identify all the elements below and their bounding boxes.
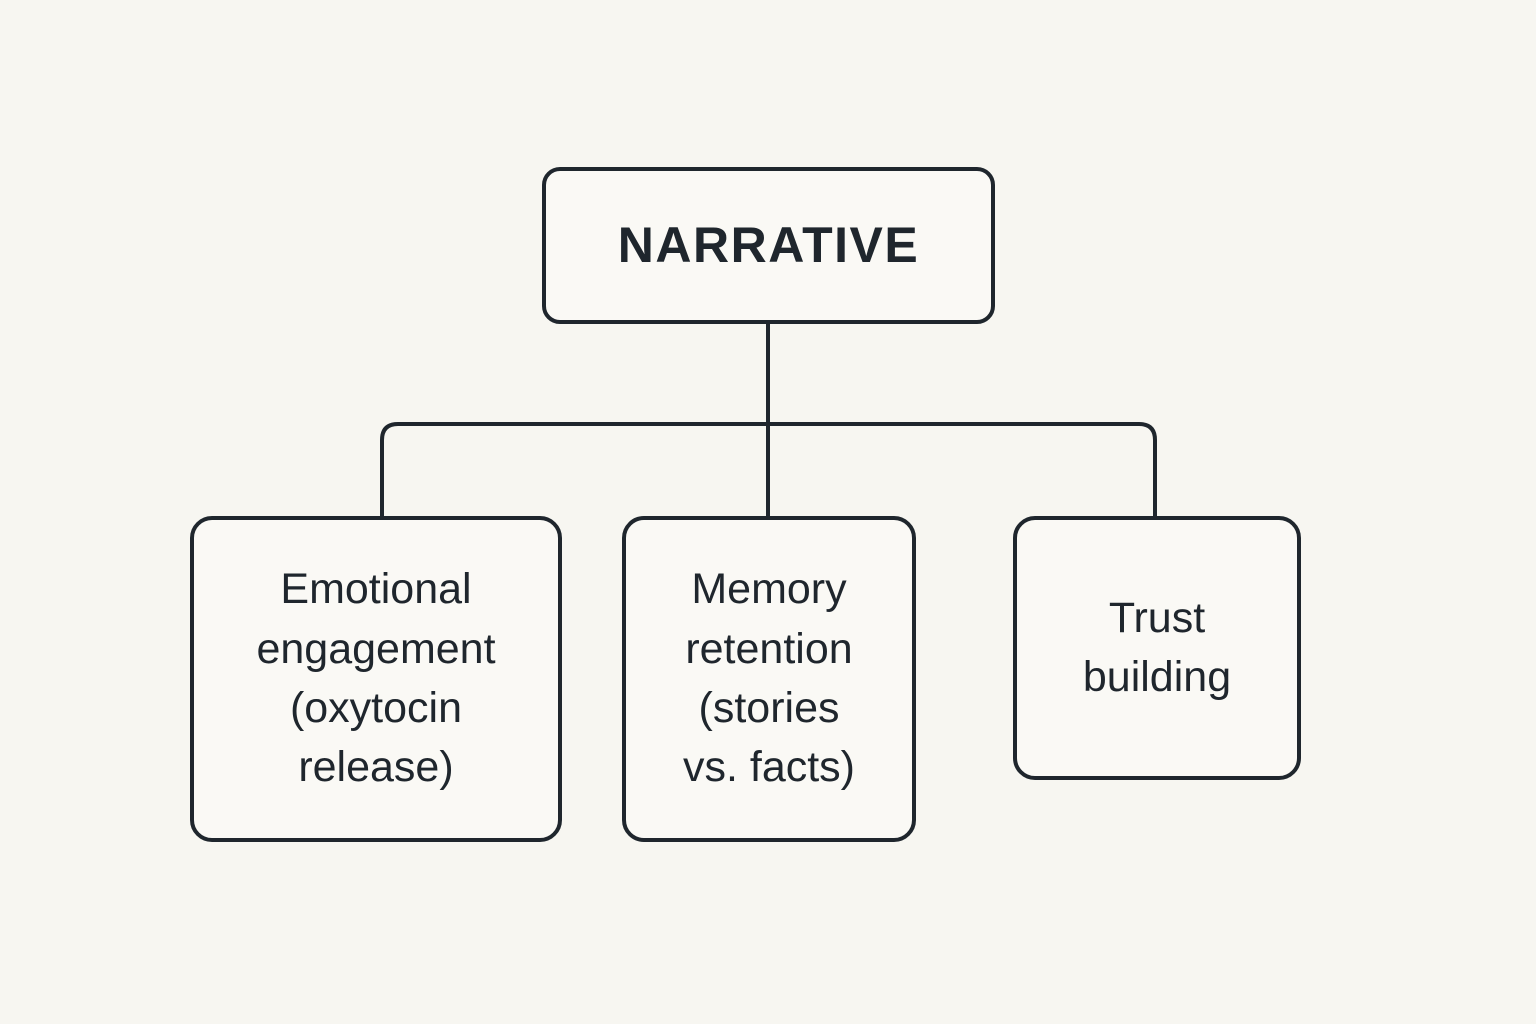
node-trust-building[interactable]: Trust building (1013, 516, 1301, 780)
node-emotional-engagement[interactable]: Emotional engagement (oxytocin release) (190, 516, 562, 842)
node-memory-retention[interactable]: Memory retention (stories vs. facts) (622, 516, 916, 842)
node-memory-retention-label: Memory retention (stories vs. facts) (682, 565, 856, 792)
node-trust-building-label: Trust building (1082, 593, 1232, 701)
node-narrative-label: NARRATIVE (617, 217, 920, 273)
connector-horizontal-bus (380, 422, 1157, 518)
node-narrative[interactable]: NARRATIVE (542, 167, 995, 324)
node-emotional-engagement-label: Emotional engagement (oxytocin release) (256, 565, 496, 792)
